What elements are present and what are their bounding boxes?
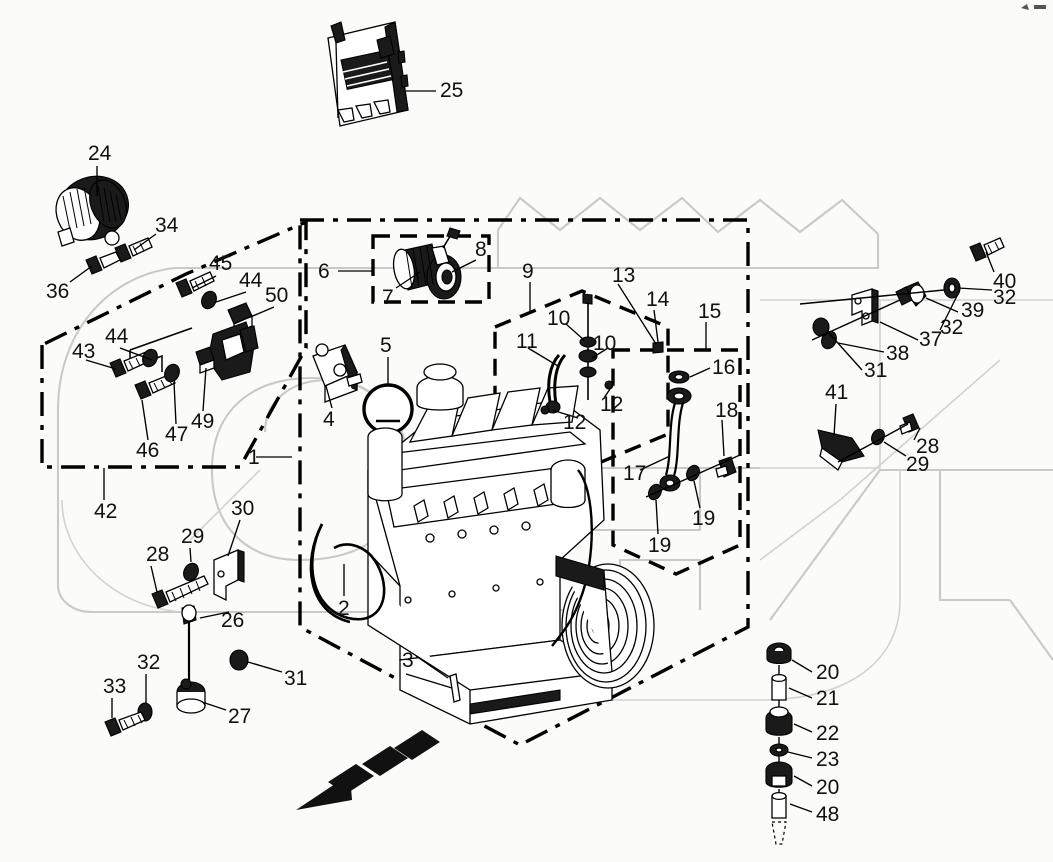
callout-26: 26 bbox=[221, 609, 245, 632]
nut-31-lower-part bbox=[229, 649, 249, 671]
callout-8: 8 bbox=[475, 238, 487, 261]
callout-37: 37 bbox=[919, 328, 943, 351]
callout-44-lower: 44 bbox=[105, 325, 129, 348]
group-box-pipes-9 bbox=[493, 289, 670, 472]
alternator-part bbox=[55, 175, 129, 247]
leader-lines bbox=[69, 90, 995, 813]
callout-22: 22 bbox=[816, 722, 840, 745]
callout-28-right: 28 bbox=[916, 435, 940, 458]
corner-mark bbox=[1021, 4, 1046, 10]
callout-12-right: 12 bbox=[600, 393, 624, 416]
bracket-30-part bbox=[213, 549, 245, 602]
callout-28-left: 28 bbox=[146, 543, 170, 566]
callout-20-upper: 20 bbox=[816, 661, 840, 684]
callout-10-lower: 10 bbox=[593, 332, 617, 355]
callout-19-right: 19 bbox=[692, 507, 716, 530]
callout-2: 2 bbox=[338, 597, 350, 620]
callout-46: 46 bbox=[136, 439, 160, 462]
callout-43: 43 bbox=[72, 340, 96, 363]
bolt-28-left-part bbox=[151, 575, 209, 609]
callout-15: 15 bbox=[698, 300, 722, 323]
callout-5: 5 bbox=[380, 334, 392, 357]
engine-block bbox=[367, 363, 655, 725]
callout-32-upper: 32 bbox=[993, 286, 1017, 309]
group-boundaries bbox=[40, 218, 750, 747]
callout-20-lower: 20 bbox=[816, 776, 840, 799]
callout-32-mid: 32 bbox=[940, 316, 964, 339]
sensor-mount-27-part bbox=[176, 678, 206, 714]
callout-4: 4 bbox=[323, 408, 335, 431]
callout-9: 9 bbox=[522, 260, 534, 283]
callout-50: 50 bbox=[265, 284, 289, 307]
callout-13: 13 bbox=[612, 264, 636, 287]
callout-31-lower: 31 bbox=[284, 667, 308, 690]
callout-38: 38 bbox=[886, 342, 910, 365]
group-box-dipstick-15 bbox=[611, 348, 742, 576]
callout-3: 3 bbox=[402, 649, 414, 672]
callout-31-right: 31 bbox=[864, 359, 888, 382]
callout-44-upper: 44 bbox=[239, 269, 263, 292]
callout-41: 41 bbox=[825, 381, 849, 404]
callout-40: 40 bbox=[993, 270, 1017, 293]
callout-17: 17 bbox=[623, 462, 647, 485]
callout-32-lower: 32 bbox=[137, 651, 161, 674]
right-side-parts bbox=[799, 237, 1005, 471]
callout-1: 1 bbox=[248, 446, 260, 469]
callout-11: 11 bbox=[516, 330, 538, 353]
callout-27: 27 bbox=[228, 705, 252, 728]
callout-7: 7 bbox=[382, 286, 394, 309]
left-mount-group bbox=[109, 271, 259, 400]
callout-30: 30 bbox=[231, 497, 255, 520]
compressor-part bbox=[392, 227, 462, 300]
callout-18: 18 bbox=[715, 399, 739, 422]
group-box-left-42 bbox=[40, 219, 308, 469]
bolt-36-part bbox=[85, 251, 121, 275]
washer-29-left-part bbox=[183, 562, 199, 582]
callout-45: 45 bbox=[209, 252, 233, 275]
callout-14: 14 bbox=[646, 288, 670, 311]
callout-36: 36 bbox=[46, 280, 70, 303]
bolt-34-part bbox=[114, 237, 153, 263]
callout-21: 21 bbox=[816, 687, 840, 710]
callout-49: 49 bbox=[191, 410, 215, 433]
motor-symbol bbox=[362, 383, 414, 435]
callout-39: 39 bbox=[961, 299, 985, 322]
callout-34: 34 bbox=[155, 214, 179, 237]
mount-stack bbox=[765, 642, 793, 845]
sensor-26-part bbox=[181, 604, 197, 680]
bolt-33-part bbox=[104, 711, 146, 737]
callout-47: 47 bbox=[165, 423, 189, 446]
callout-33: 33 bbox=[103, 675, 127, 698]
pipe-group bbox=[540, 293, 614, 415]
dipstick-pin-part bbox=[449, 673, 461, 703]
callout-12-left: 12 bbox=[563, 411, 587, 434]
callout-24: 24 bbox=[88, 142, 112, 165]
ecu-part bbox=[327, 21, 409, 127]
callout-42: 42 bbox=[94, 500, 118, 523]
hose-loop-part bbox=[309, 523, 386, 624]
sensor-block-4-part bbox=[312, 343, 363, 403]
callout-29-left: 29 bbox=[181, 525, 205, 548]
callout-6: 6 bbox=[318, 260, 330, 283]
callout-29-right: 29 bbox=[906, 453, 930, 476]
direction-arrow bbox=[296, 730, 440, 810]
stud-14-part bbox=[652, 341, 664, 354]
group-box-main bbox=[298, 218, 750, 747]
callout-23: 23 bbox=[816, 748, 840, 771]
callout-48: 48 bbox=[816, 803, 840, 826]
callout-25: 25 bbox=[440, 79, 464, 102]
dipstick-group bbox=[645, 370, 741, 501]
callout-19-left: 19 bbox=[648, 534, 672, 557]
callout-16: 16 bbox=[712, 356, 736, 379]
callout-10-upper: 10 bbox=[547, 307, 571, 330]
